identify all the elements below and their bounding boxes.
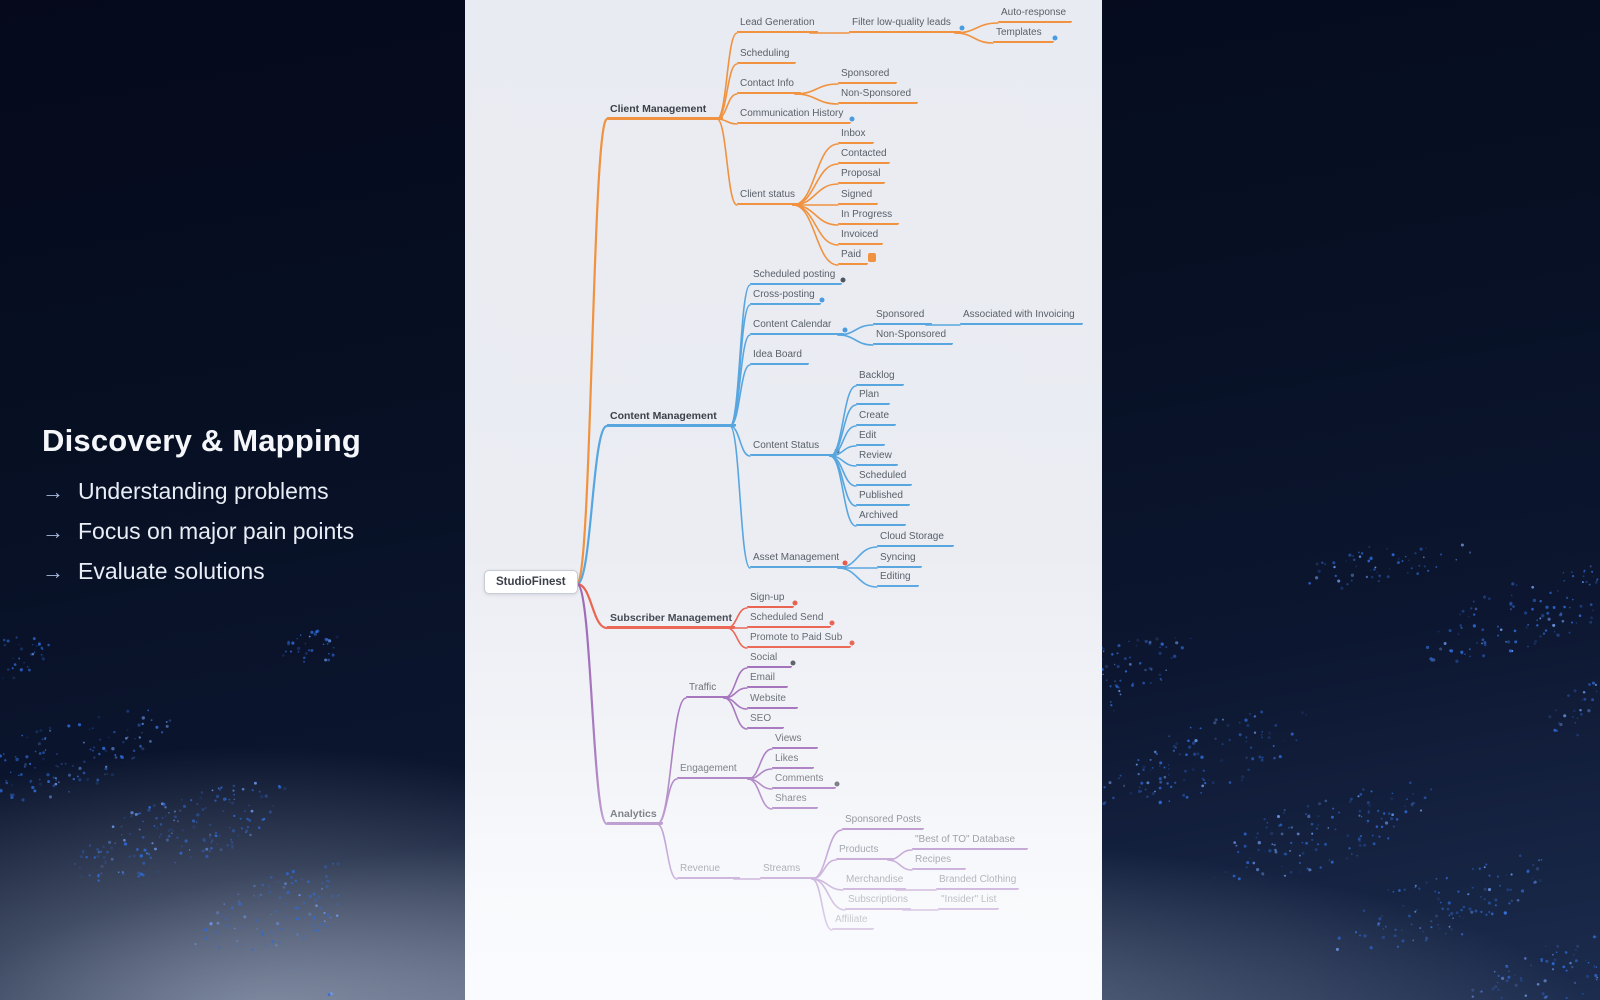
mindmap-node-a5[interactable]: SEO [747, 712, 784, 729]
mindmap-node-c10[interactable]: Client status [737, 188, 799, 205]
slide-bullet: → Focus on major pain points [42, 518, 361, 545]
connector-line [829, 455, 857, 527]
mindmap-node-c6[interactable]: Contact Info [737, 77, 801, 94]
mindmap-node-s2[interactable]: Scheduled Send [747, 611, 831, 628]
mindmap-node-a6[interactable]: Engagement [677, 762, 754, 779]
slide-bullet-text: Understanding problems [78, 478, 329, 505]
connector-line [837, 334, 874, 346]
mindmap-node-b6[interactable]: Non-Sponsored [873, 328, 953, 345]
mindmap-root-node[interactable]: StudioFinest [484, 570, 578, 594]
arrow-icon: → [42, 559, 64, 585]
collapse-dot-icon[interactable] [1052, 35, 1058, 41]
mindmap-node-b15[interactable]: Published [856, 489, 910, 506]
mindmap-node-a21[interactable]: Affiliate [832, 913, 874, 930]
mindmap-node-b13[interactable]: Review [856, 449, 898, 466]
mindmap-node-c17[interactable]: Paid [838, 248, 868, 265]
mindmap-node-c2[interactable]: Filter low-quality leads [849, 16, 961, 33]
mindmap-node-a19[interactable]: Subscriptions [845, 893, 912, 910]
collapse-dot-icon[interactable] [959, 25, 965, 31]
slide-title: Discovery & Mapping [42, 423, 362, 458]
mindmap-node-a9[interactable]: Comments [772, 772, 836, 789]
mindmap-node-a4[interactable]: Website [747, 692, 798, 709]
mindmap-node-a1[interactable]: Traffic [686, 681, 730, 698]
mindmap-node-s3[interactable]: Promote to Paid Sub [747, 631, 851, 648]
slide-bullet-text: Focus on major pain points [78, 518, 355, 545]
connector-line [794, 93, 839, 105]
mindmap-node-b19[interactable]: Syncing [877, 551, 922, 568]
mindmap-node-a11[interactable]: Revenue [677, 862, 740, 879]
mindmap-node-a12[interactable]: Streams [760, 862, 818, 879]
mindmap-node-c13[interactable]: Proposal [838, 167, 885, 184]
mindmap-node-a15[interactable]: "Best of TO" Database [912, 833, 1028, 850]
mindmap-node-b2[interactable]: Cross-posting [750, 288, 821, 305]
arrow-icon: → [42, 479, 64, 505]
mindmap-node-c8[interactable]: Non-Sponsored [838, 87, 918, 104]
mindmap-node-a10[interactable]: Shares [772, 792, 818, 809]
mindmap-node-c4[interactable]: Templates [993, 26, 1054, 43]
slide-text-block: Discovery & Mapping → Understanding prob… [42, 423, 362, 598]
mindmap-node-b8[interactable]: Content Status [750, 439, 836, 456]
paid-badge-icon [868, 253, 876, 262]
slide-bullet-text: Evaluate solutions [78, 558, 265, 585]
mindmap-node-c15[interactable]: In Progress [838, 208, 899, 225]
mindmap-node-a3[interactable]: Email [747, 671, 788, 688]
mindmap-node-b20[interactable]: Editing [877, 570, 919, 587]
mindmap-node-a17[interactable]: Merchandise [843, 873, 907, 890]
collapse-dot-icon[interactable] [819, 297, 825, 303]
mindmap-panel: Client Management Lead Generation Filter l… [465, 0, 1102, 1000]
mindmap-nodes-layer: Client Management Lead Generation Filter l… [465, 0, 1102, 1000]
mindmap-node-b7[interactable]: Idea Board [750, 348, 809, 365]
mindmap-node-a13[interactable]: Sponsored Posts [842, 813, 925, 830]
mindmap-node-a18[interactable]: Branded Clothing [936, 873, 1020, 890]
mindmap-node-s1[interactable]: Sign-up [747, 591, 794, 608]
mindmap-node-c0[interactable]: Client Management [607, 102, 723, 120]
mindmap-node-s0[interactable]: Subscriber Management [607, 611, 735, 629]
mindmap-node-c14[interactable]: Signed [838, 188, 878, 205]
mindmap-node-b1[interactable]: Scheduled posting [750, 268, 842, 285]
mindmap-node-a2[interactable]: Social [747, 651, 792, 668]
mindmap-node-c16[interactable]: Invoiced [838, 228, 883, 245]
collapse-dot-icon[interactable] [849, 116, 855, 122]
mindmap-node-a20[interactable]: "Insider" List [938, 893, 1000, 910]
mindmap-node-b5[interactable]: Associated with Invoicing [960, 308, 1083, 325]
mindmap-node-c11[interactable]: Inbox [838, 127, 874, 144]
connector-line [792, 204, 839, 266]
mindmap-node-c1[interactable]: Lead Generation [737, 16, 818, 33]
mindmap-node-b18[interactable]: Cloud Storage [877, 530, 954, 547]
mindmap-node-a8[interactable]: Likes [772, 752, 814, 769]
mindmap-node-c9[interactable]: Communication History [737, 107, 851, 124]
mindmap-node-a0[interactable]: Analytics [607, 807, 663, 825]
mindmap-node-b0[interactable]: Content Management [607, 409, 736, 427]
slide-bullet: → Evaluate solutions [42, 558, 361, 585]
mindmap-node-b12[interactable]: Edit [856, 429, 885, 446]
mindmap-node-c3[interactable]: Auto-response [998, 6, 1072, 23]
mindmap-node-b3[interactable]: Content Calendar [750, 318, 844, 335]
connector-line [954, 32, 994, 44]
mindmap-node-b11[interactable]: Create [856, 409, 896, 426]
arrow-icon: → [42, 519, 64, 545]
collapse-dot-icon[interactable] [840, 277, 846, 283]
mindmap-node-c12[interactable]: Contacted [838, 147, 890, 164]
mindmap-node-a14[interactable]: Products [836, 843, 894, 860]
mindmap-node-b16[interactable]: Archived [856, 509, 906, 526]
mindmap-node-b9[interactable]: Backlog [856, 369, 904, 386]
mindmap-node-a16[interactable]: Recipes [912, 853, 966, 870]
mindmap-node-b4[interactable]: Sponsored [873, 308, 932, 325]
connector-line [716, 118, 738, 206]
slide-bullet: → Understanding problems [42, 478, 361, 505]
mindmap-node-b17[interactable]: Asset Management [750, 551, 844, 568]
mindmap-node-a7[interactable]: Views [772, 732, 818, 749]
mindmap-node-b10[interactable]: Plan [856, 388, 890, 405]
mindmap-node-c7[interactable]: Sponsored [838, 67, 897, 84]
mindmap-node-b14[interactable]: Scheduled [856, 469, 912, 486]
collapse-dot-icon[interactable] [842, 327, 848, 333]
mindmap-node-c5[interactable]: Scheduling [737, 47, 796, 64]
